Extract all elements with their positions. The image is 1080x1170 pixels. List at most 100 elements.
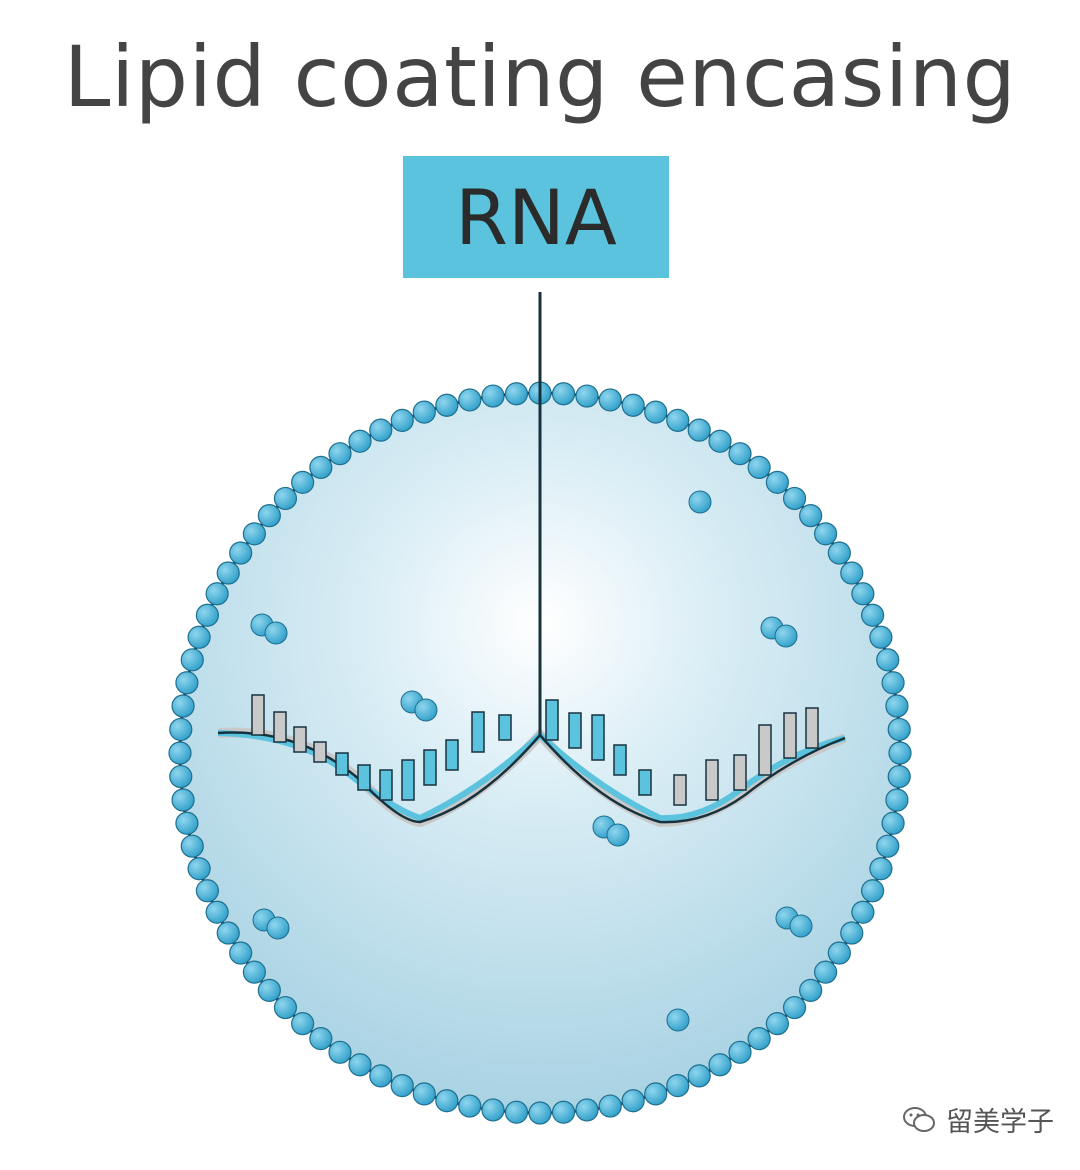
lipid-bead bbox=[860, 879, 885, 903]
rna-backbone-outline bbox=[217, 731, 846, 824]
lipid-bead bbox=[291, 470, 315, 494]
lipid-bead bbox=[799, 978, 823, 1002]
watermark: 留美学子 bbox=[902, 1100, 1054, 1139]
lipid-bead bbox=[242, 960, 266, 984]
lipid-bead bbox=[169, 717, 193, 742]
lipid-bead bbox=[348, 1053, 372, 1077]
lipid-bead bbox=[876, 834, 900, 858]
cargo-bead bbox=[266, 916, 290, 940]
watermark-text: 留美学子 bbox=[946, 1107, 1054, 1138]
lipid-bead bbox=[180, 648, 204, 672]
rna-base bbox=[545, 699, 559, 741]
lipid-bead bbox=[369, 418, 393, 442]
lipid-bead bbox=[881, 811, 905, 835]
lipid-bead bbox=[309, 455, 333, 479]
lipid-bead bbox=[827, 541, 851, 565]
lipid-bead bbox=[687, 1064, 711, 1088]
lipid-bead bbox=[782, 486, 807, 511]
lipid-bead bbox=[481, 1098, 505, 1122]
rna-base bbox=[673, 774, 687, 806]
lipid-bead bbox=[869, 625, 893, 649]
rna-base bbox=[293, 726, 307, 753]
lipid-bead bbox=[881, 671, 905, 695]
lipid-bead bbox=[412, 400, 436, 424]
lipid-bead bbox=[575, 1098, 599, 1122]
lipid-bead bbox=[851, 900, 875, 924]
lipid-bead bbox=[273, 995, 298, 1020]
lipid-bead bbox=[171, 788, 195, 812]
lipid-bead bbox=[885, 694, 909, 718]
lipid-bead bbox=[747, 455, 771, 479]
lipid-bead bbox=[765, 1012, 789, 1036]
lipid-bead bbox=[412, 1082, 436, 1106]
lipid-bead bbox=[216, 921, 240, 945]
lipid-bead bbox=[187, 857, 211, 881]
cargo-molecules bbox=[250, 490, 813, 1032]
lipid-bead bbox=[687, 418, 711, 442]
lipid-bead bbox=[551, 1100, 576, 1124]
lipid-bead bbox=[229, 541, 253, 565]
lipid-bead bbox=[885, 788, 909, 812]
lipid-bead bbox=[799, 504, 823, 528]
rna-strand bbox=[217, 694, 847, 828]
rna-base bbox=[498, 714, 512, 741]
lipid-bead bbox=[814, 960, 838, 984]
lipid-bead bbox=[551, 382, 576, 406]
cargo-bead bbox=[414, 698, 438, 722]
rna-base bbox=[705, 759, 719, 801]
rna-label-box: RNA bbox=[403, 156, 669, 278]
rna-base bbox=[313, 741, 327, 763]
lipid-bead bbox=[187, 625, 211, 649]
rna-base bbox=[591, 714, 605, 761]
lipid-bead bbox=[728, 1040, 752, 1064]
lipid-bead bbox=[171, 694, 195, 718]
rna-base bbox=[783, 712, 797, 759]
lipid-bead bbox=[435, 1089, 459, 1113]
rna-base bbox=[401, 759, 415, 801]
lipid-bead bbox=[851, 582, 875, 606]
lipid-bead bbox=[598, 388, 622, 412]
cargo-bead bbox=[774, 624, 798, 648]
lipid-bead bbox=[621, 393, 645, 417]
lipid-bead bbox=[175, 671, 199, 695]
rna-base bbox=[379, 769, 393, 801]
rna-base bbox=[568, 712, 582, 749]
lipid-bead bbox=[504, 1100, 529, 1124]
lipid-bead bbox=[481, 384, 505, 408]
lipid-bead bbox=[229, 941, 253, 965]
lipid-bead bbox=[869, 857, 893, 881]
lipid-bead bbox=[257, 504, 281, 528]
lipid-bead bbox=[458, 388, 482, 412]
lipid-bead bbox=[390, 408, 414, 433]
cargo-bead bbox=[688, 490, 712, 514]
lipid-bead bbox=[195, 879, 220, 903]
lipid-bead bbox=[390, 1073, 414, 1098]
lipid-bead bbox=[242, 522, 266, 546]
lipid-bead bbox=[765, 470, 789, 494]
lipid-bead bbox=[888, 741, 912, 765]
lipid-bead bbox=[598, 1094, 622, 1118]
rna-base bbox=[733, 754, 747, 791]
lipid-bead bbox=[195, 603, 220, 627]
lipid-bead bbox=[273, 486, 298, 511]
lipid-bead bbox=[348, 429, 372, 453]
rna-bases bbox=[251, 694, 819, 806]
lipid-bead bbox=[644, 1082, 668, 1106]
lipid-bead bbox=[708, 429, 732, 453]
lipid-bead bbox=[621, 1089, 645, 1113]
lipid-bead bbox=[666, 408, 690, 433]
lipid-bead bbox=[328, 442, 352, 466]
rna-base bbox=[423, 749, 437, 786]
lipid-bead bbox=[887, 717, 911, 742]
rna-base bbox=[273, 711, 287, 743]
lipid-bead bbox=[168, 741, 192, 765]
rna-base bbox=[758, 724, 772, 776]
lipid-bead bbox=[814, 522, 838, 546]
rna-base bbox=[638, 769, 652, 796]
lipid-bead bbox=[528, 1101, 552, 1125]
lipid-bead bbox=[328, 1040, 352, 1064]
rna-label-text: RNA bbox=[455, 172, 617, 262]
lipid-bead bbox=[876, 648, 900, 672]
lipid-bead bbox=[782, 995, 807, 1020]
